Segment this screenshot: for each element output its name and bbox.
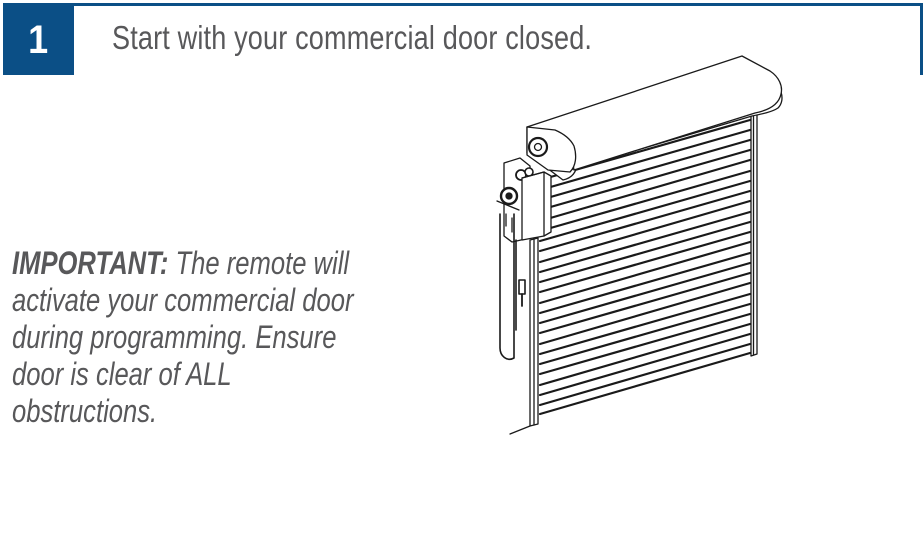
important-line-5: obstructions. xyxy=(12,393,158,429)
step-number-badge: 1 xyxy=(3,6,74,75)
important-notice: IMPORTANT: The remote will activate your… xyxy=(12,245,428,430)
step-heading: Start with your commercial door closed. xyxy=(112,19,593,56)
important-line-1: IMPORTANT: The remote will xyxy=(12,245,428,282)
hood-cover xyxy=(526,55,783,181)
important-line-2: activate your commercial door xyxy=(12,282,354,318)
manual-release-lock xyxy=(518,279,526,307)
header-top-rule xyxy=(3,3,921,6)
door-curtain-slats xyxy=(538,118,752,416)
important-line-3: during programming. Ensure xyxy=(12,319,337,355)
header-right-rule xyxy=(920,3,923,75)
left-guide-rail xyxy=(509,237,539,435)
right-guide-rail xyxy=(750,111,758,357)
important-label: IMPORTANT: xyxy=(12,245,169,281)
operator-motor-unit xyxy=(496,136,552,243)
important-text-1: The remote will xyxy=(168,245,350,281)
step-number: 1 xyxy=(28,17,49,62)
hand-chain xyxy=(499,213,517,361)
important-line-4: door is clear of ALL xyxy=(12,356,232,392)
